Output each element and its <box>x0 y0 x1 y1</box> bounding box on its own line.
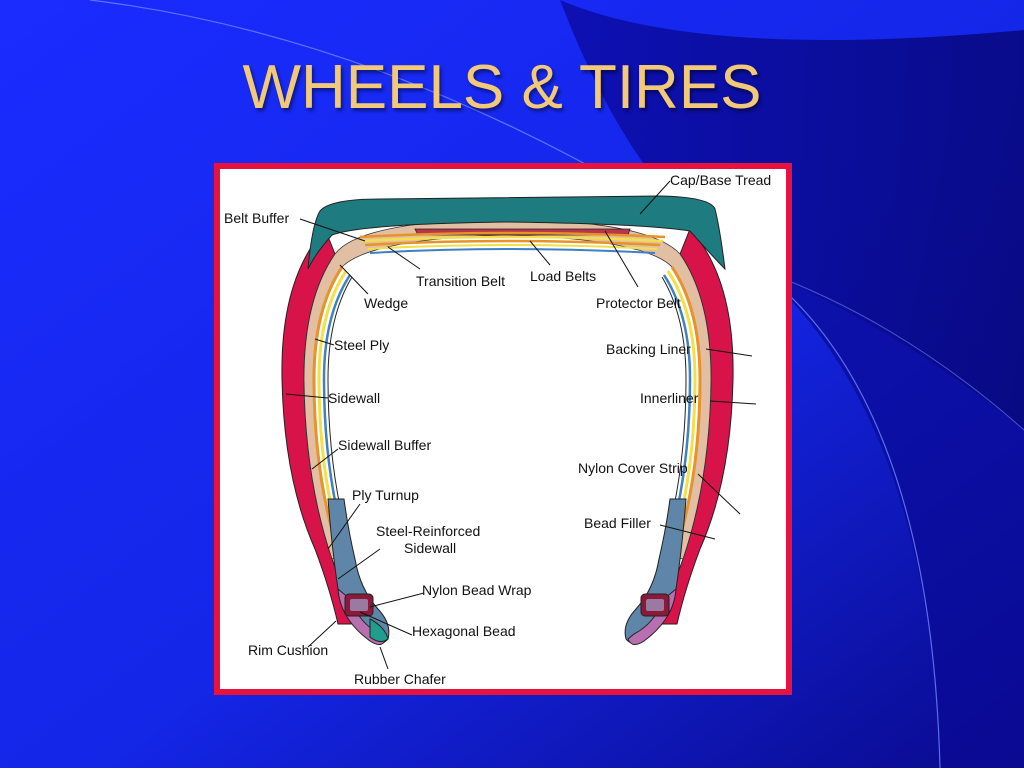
leader-innerliner <box>709 400 757 405</box>
label-nylon-bead-wrap: Nylon Bead Wrap <box>422 582 532 598</box>
leader-bead-filler <box>659 524 716 540</box>
leader-lines <box>285 180 757 670</box>
diagram-frame: Cap/Base Tread Belt Buffer Transition Be… <box>214 163 792 695</box>
label-protector-belt: Protector Belt <box>596 295 681 311</box>
leader-belt-buffer <box>299 218 366 242</box>
labels: Cap/Base Tread Belt Buffer Transition Be… <box>224 172 771 687</box>
slide-title: WHEELS & TIRES <box>0 52 1024 123</box>
label-backing-liner: Backing Liner <box>606 341 691 357</box>
leader-steel-reinforced <box>337 548 381 580</box>
leader-ply-turnup <box>327 503 361 550</box>
label-sidewall: Sidewall <box>328 390 380 406</box>
leader-load-belts <box>529 240 551 266</box>
label-innerliner: Innerliner <box>640 390 699 406</box>
leader-sidewall <box>285 393 329 399</box>
wedge-band <box>303 218 712 560</box>
tire-cross-section-diagram: Cap/Base Tread Belt Buffer Transition Be… <box>224 172 771 687</box>
leader-backing-liner <box>705 348 753 357</box>
leader-sidewall-buffer <box>311 448 339 470</box>
label-wedge: Wedge <box>364 295 408 311</box>
slide-title-text: WHEELS & TIRES <box>242 53 762 122</box>
leader-hexagonal-bead <box>359 611 413 636</box>
leader-rubber-chafer <box>379 646 389 670</box>
label-rim-cushion: Rim Cushion <box>248 642 328 658</box>
leader-transition-belt <box>387 246 421 270</box>
label-cap-base-tread: Cap/Base Tread <box>670 172 771 188</box>
cap-base-tread-shape <box>307 195 726 271</box>
left-bead-region <box>327 498 390 645</box>
leader-nylon-bead-wrap <box>369 592 425 608</box>
label-hexagonal-bead: Hexagonal Bead <box>412 623 516 639</box>
label-nylon-cover-strip: Nylon Cover Strip <box>578 460 688 476</box>
label-steel-reinforced-line2: Sidewall <box>404 540 456 556</box>
leader-steel-ply <box>314 338 335 346</box>
leader-protector-belt <box>604 230 639 288</box>
belt-package <box>359 228 666 254</box>
label-rubber-chafer: Rubber Chafer <box>354 671 446 687</box>
label-ply-turnup: Ply Turnup <box>352 487 419 503</box>
label-belt-buffer: Belt Buffer <box>224 210 289 226</box>
leader-nylon-cover-strip <box>697 473 741 515</box>
label-load-belts: Load Belts <box>530 268 596 284</box>
label-steel-reinforced-line1: Steel-Reinforced <box>376 523 480 539</box>
label-sidewall-buffer: Sidewall Buffer <box>338 437 431 453</box>
label-bead-filler: Bead Filler <box>584 515 651 531</box>
tire-body <box>281 218 734 625</box>
right-bead-region <box>624 498 687 645</box>
leader-wedge <box>339 264 369 295</box>
leader-cap-base-tread <box>639 180 671 215</box>
label-transition-belt: Transition Belt <box>416 273 505 289</box>
leader-rim-cushion <box>307 620 337 648</box>
label-steel-ply: Steel Ply <box>334 337 389 353</box>
